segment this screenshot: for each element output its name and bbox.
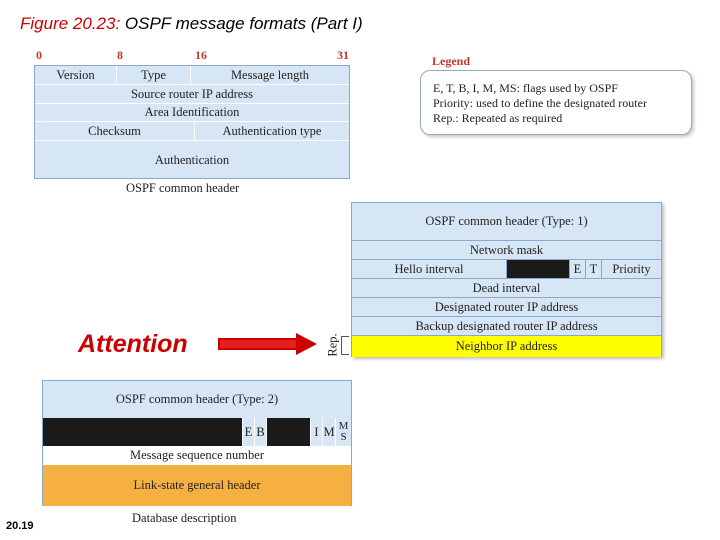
hello-row-neighbor: Neighbor IP address [352,336,661,357]
hello-common-header: OSPF common header (Type: 1) [425,214,588,228]
dbd-flag-ms-s: S [340,431,347,443]
common-header-format: Version Type Message length Source route… [34,65,350,179]
common-header-row-3: Area Identification [35,104,349,122]
hello-interval-field: Hello interval [352,260,507,278]
lsa-general-header-field: Link-state general header [133,478,261,492]
common-header-row-1: Version Type Message length [35,66,349,85]
hello-row-dead: Dead interval [352,279,661,298]
slide-title: Figure 20.23: OSPF message formats (Part… [20,14,363,34]
designated-router-field: Designated router IP address [434,299,579,314]
attention-label: Attention [78,330,188,358]
dbd-message-format: OSPF common header (Type: 2) E B I M M S… [42,380,352,506]
unused-black-field [507,260,570,278]
hello-row-interval: Hello interval E T Priority [352,260,661,279]
dbd-flag-i-field: I [311,418,323,446]
dbd-unused-field-2 [267,418,311,446]
hello-row-bdr: Backup designated router IP address [352,317,661,336]
figure-title: OSPF message formats (Part I) [120,14,363,33]
flag-t-field: T [586,260,602,278]
authentication-field: Authentication [154,153,230,167]
bit-marker-8: 8 [117,48,123,62]
priority-field: Priority [612,261,651,276]
legend-line-priority: Priority: used to define the designated … [433,96,647,110]
type-field: Type [117,66,191,84]
legend-box: E, T, B, I, M, MS: flags used by OSPF Pr… [420,70,692,135]
checksum-field: Checksum [35,122,195,140]
common-header-row-5: Authentication [35,141,349,180]
dbd-flag-e-field: E [243,418,255,446]
hello-header-row: OSPF common header (Type: 1) [352,203,661,241]
bit-marker-0: 0 [36,48,42,62]
legend-line-flags: E, T, B, I, M, MS: flags used by OSPF [433,81,618,95]
dbd-common-header: OSPF common header (Type: 2) [115,392,279,406]
legend-title: Legend [432,54,471,68]
backup-router-field: Backup designated router IP address [415,318,598,333]
source-router-field: Source router IP address [130,86,254,101]
message-length-field: Message length [230,67,310,82]
common-header-row-2: Source router IP address [35,85,349,104]
hello-message-format: OSPF common header (Type: 1) Network mas… [351,202,662,357]
auth-type-field: Authentication type [222,123,322,138]
version-field: Version [35,66,117,84]
sequence-number-field: Message sequence number [130,448,264,462]
dbd-flag-ms-m: M [338,420,349,432]
dbd-sequence-row: Message sequence number [43,446,351,465]
dbd-flag-b-field: B [255,418,267,446]
dbd-unused-field-1 [43,418,243,446]
rep-label: Rep. [325,333,340,357]
network-mask-field: Network mask [469,242,544,257]
dbd-flags-row: E B I M M S [43,418,351,446]
rep-bracket [341,336,349,355]
dead-interval-field: Dead interval [472,280,541,295]
legend-line-rep: Rep.: Repeated as required [433,111,563,125]
neighbor-ip-field: Neighbor IP address [455,339,558,353]
dbd-header-row: OSPF common header (Type: 2) [43,381,351,418]
dbd-lsa-row: Link-state general header [43,465,351,506]
dbd-flag-ms-field: M S [336,418,351,446]
page-number: 20.19 [6,520,34,532]
hello-row-mask: Network mask [352,241,661,260]
bit-marker-16: 16 [195,48,207,62]
dbd-caption: Database description [132,511,237,525]
bit-marker-31: 31 [337,48,349,62]
flag-e-field: E [570,260,586,278]
common-header-caption: OSPF common header [126,181,240,195]
attention-arrow [218,333,317,355]
dbd-flag-m-field: M [323,418,336,446]
common-header-row-4: Checksum Authentication type [35,122,349,141]
figure-number: Figure 20.23: [20,14,121,33]
hello-row-dr: Designated router IP address [352,298,661,317]
area-id-field: Area Identification [144,105,240,119]
